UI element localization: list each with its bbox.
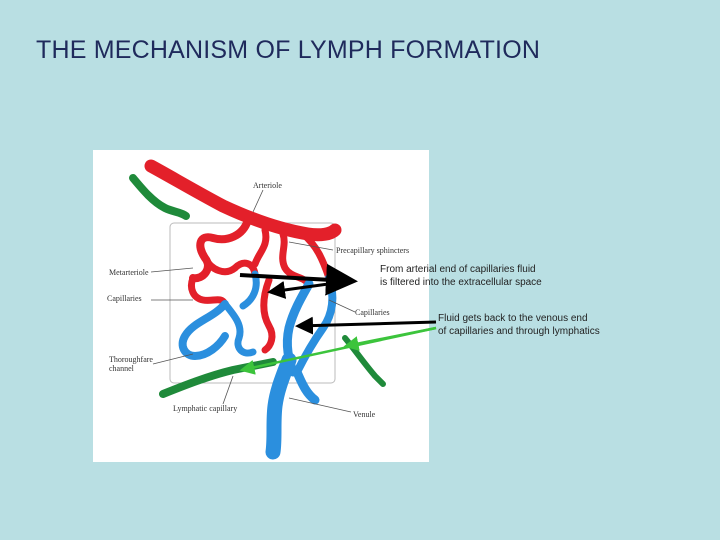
return-arrow-green-long [239,326,437,375]
leader-venule [288,397,352,413]
arterial-capillary-1 [201,254,259,278]
filtration-arrow-2 [267,279,351,299]
lymphatic-vessel-upper [129,174,190,220]
slide-title: THE MECHANISM OF LYMPH FORMATION [36,36,541,64]
venous-capillary-1 [178,300,229,360]
lymphatic-capillary [159,358,277,398]
label-arteriole: Arteriole [253,181,282,190]
label-capillaries-right: Capillaries [355,308,390,317]
leader-capillaries-right [328,299,356,313]
capillary-bed-illustration [129,159,386,460]
filtration-callout: From arterial end of capillaries fluid i… [380,263,542,289]
label-thoroughfare: Thoroughfare [109,355,153,364]
leader-arteriole [252,189,264,213]
venule-vessel [265,352,297,460]
label-thoroughfare-channel: channel [109,364,134,373]
leader-metarteriole [150,267,194,273]
filtration-arrow-1 [239,263,358,296]
venous-capillary-2 [221,300,257,357]
thoroughfare-channel-red [260,276,276,354]
filtration-callout-line2: is filtered into the extracellular space [380,277,542,288]
return-callout-line1: Fluid gets back to the venous end [438,313,588,324]
label-metarteriole: Metarteriole [109,268,149,277]
capillary-bed-figure: Arteriole Precapillary sphincters Metart… [93,150,429,462]
leader-lymphatic [222,375,234,405]
label-capillaries-left: Capillaries [107,294,142,303]
return-callout: Fluid gets back to the venous end of cap… [438,312,600,338]
venule-branch [292,367,320,405]
label-lymphatic-capillary: Lymphatic capillary [173,404,238,413]
filtration-callout-line1: From arterial end of capillaries fluid [380,264,536,275]
return-arrow-venous [295,316,437,335]
arteriole-vessel [144,159,342,242]
arterial-vessels [144,159,342,354]
leader-thoroughfare [152,353,194,365]
return-callout-line2: of capillaries and through lymphatics [438,326,600,337]
precapillary-sphincter-segment [251,226,270,268]
label-leaders [150,189,356,413]
leader-sphincters [288,241,334,251]
metarteriole-vessel [189,216,252,283]
arterial-capillary-4 [187,274,229,308]
venous-vessels [178,270,337,460]
label-precapillary-sphincters: Precapillary sphincters [336,246,410,255]
label-venule: Venule [353,410,376,419]
